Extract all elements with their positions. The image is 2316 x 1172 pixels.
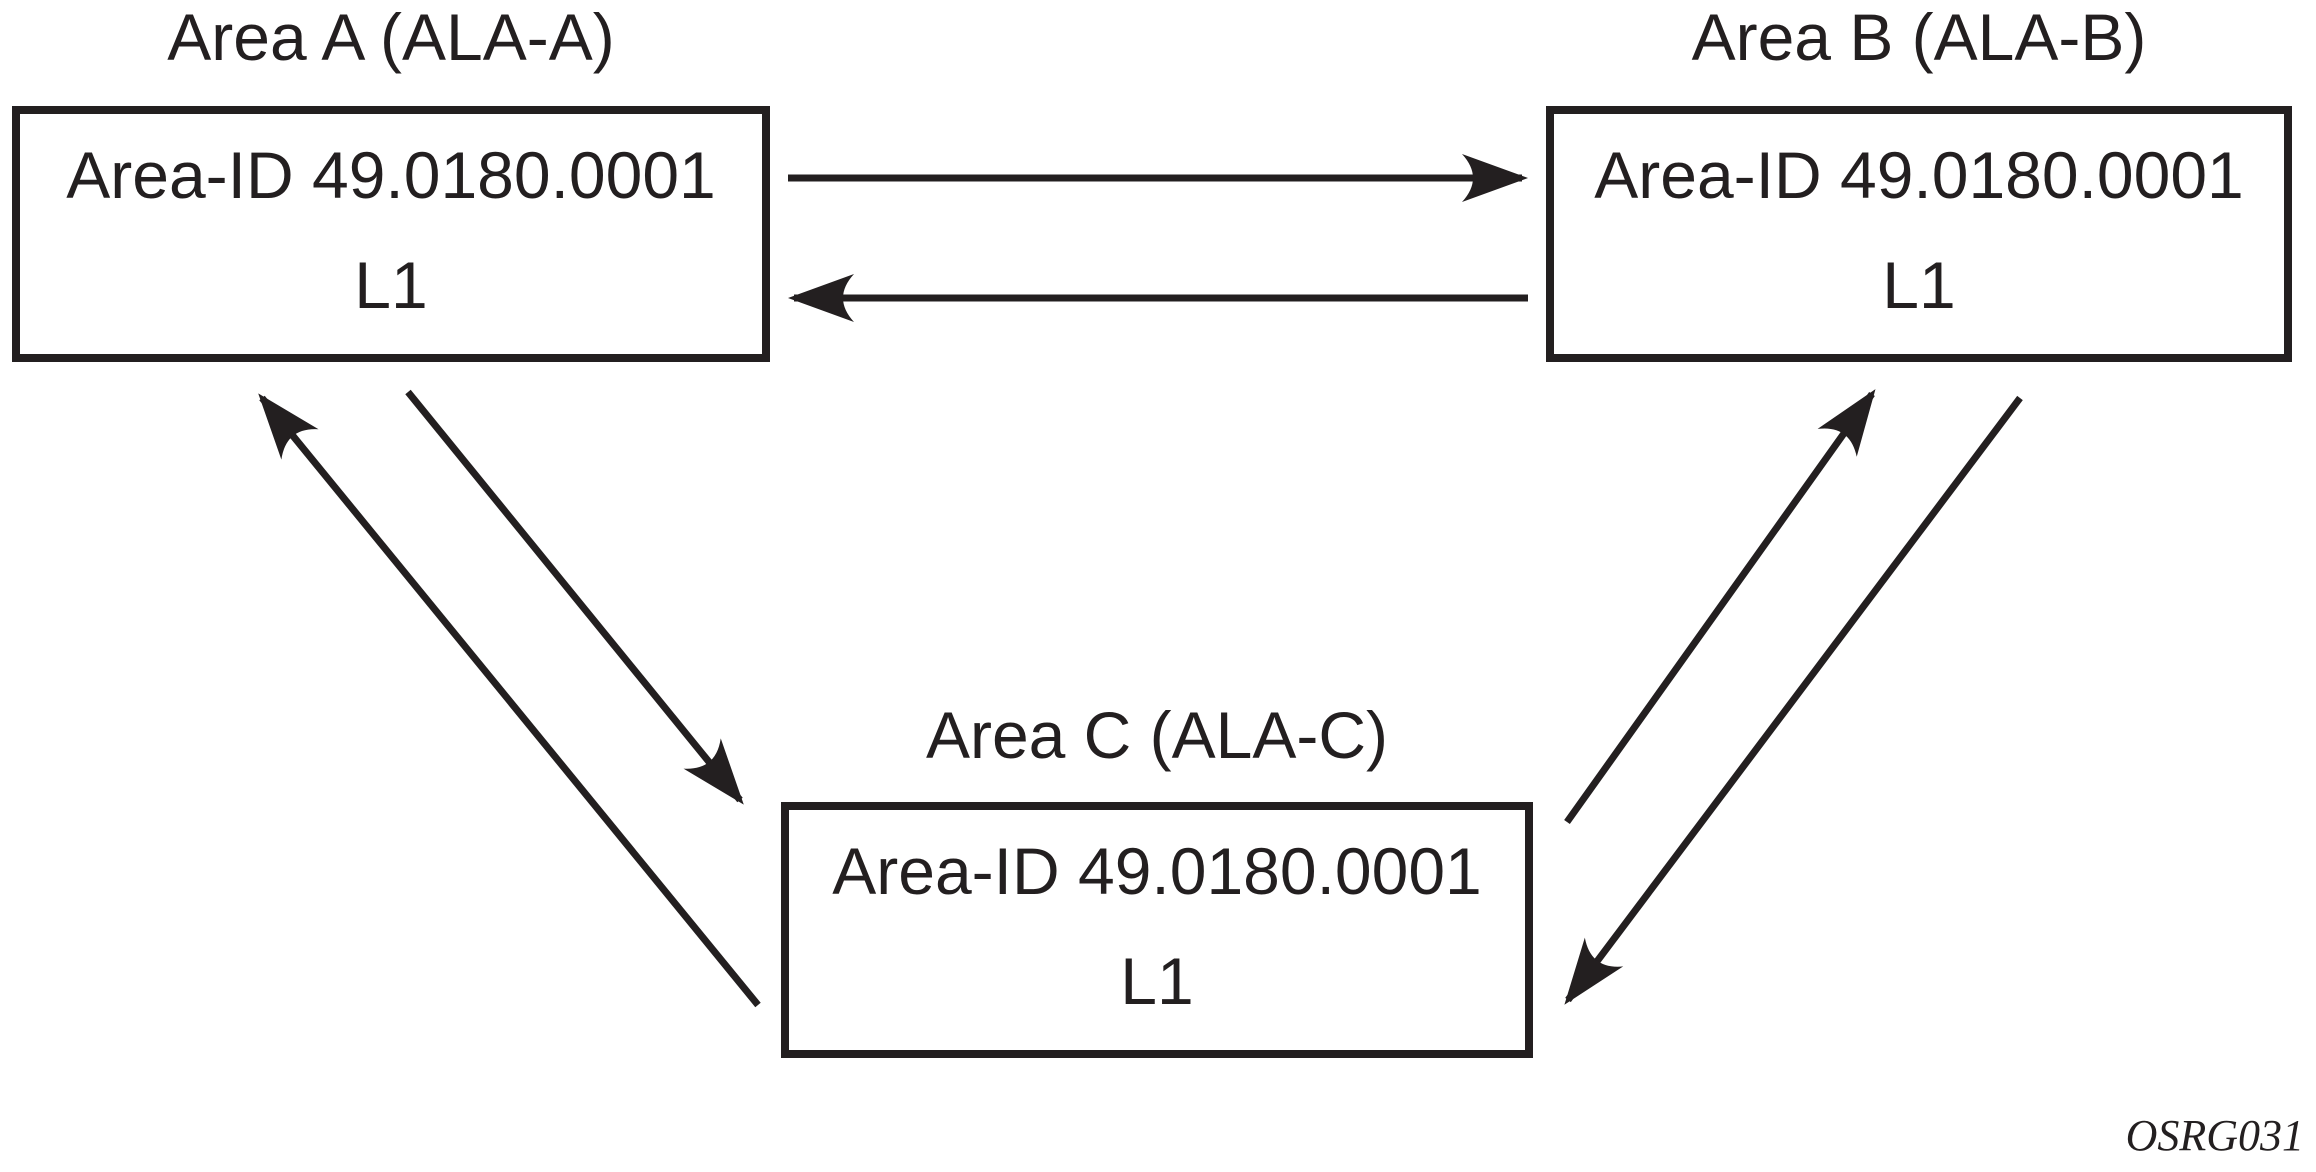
area-a-id-text: Area-ID 49.0180.0001 (66, 138, 716, 212)
area-a-box: Area-ID 49.0180.0001 L1 (12, 106, 770, 362)
area-b-level-text: L1 (1882, 248, 1956, 322)
arrow-b-to-c (1564, 395, 2023, 1005)
area-a-title: Area A (ALA-A) (167, 0, 615, 74)
area-c-title: Area C (ALA-C) (925, 698, 1389, 772)
arrow-c-to-b (1564, 389, 1876, 825)
area-c-box: Area-ID 49.0180.0001 L1 (781, 802, 1533, 1058)
area-c-level-text: L1 (1120, 944, 1194, 1018)
area-c-id-text: Area-ID 49.0180.0001 (832, 834, 1482, 908)
area-b-box: Area-ID 49.0180.0001 L1 (1546, 106, 2292, 362)
arrow-a-to-c (405, 389, 744, 805)
arrow-c-to-a (258, 393, 761, 1008)
figure-code: OSRG031 (2125, 1111, 2304, 1160)
area-b-id-text: Area-ID 49.0180.0001 (1594, 138, 2244, 212)
area-a-level-text: L1 (354, 248, 428, 322)
area-b-title: Area B (ALA-B) (1691, 0, 2147, 74)
